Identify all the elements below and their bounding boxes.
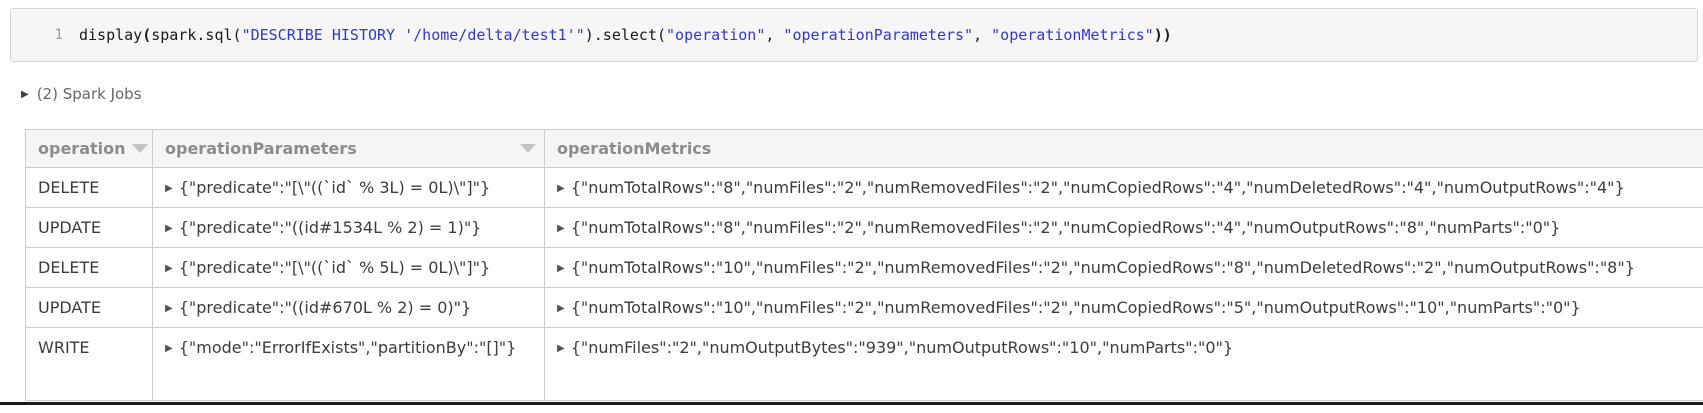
cell-json-text: {"numTotalRows":"10","numFiles":"2","num… — [570, 298, 1581, 317]
table-row: WRITE ▶ {"mode":"ErrorIfExists","partition… — [25, 327, 1703, 401]
line-number: 1 — [54, 27, 63, 43]
expand-caret-icon[interactable]: ▶ — [165, 303, 173, 314]
expand-caret-icon[interactable]: ▶ — [557, 343, 565, 354]
cell-json-text: {"predicate":"[\"((`id` % 5L) = 0L)\"]"} — [178, 258, 491, 277]
spark-jobs-toggle[interactable]: ▶ (2) Spark Jobs — [21, 85, 142, 103]
column-header-label: operationParameters — [165, 139, 357, 158]
cell-json-text: {"mode":"ErrorIfExists","partitionBy":"[… — [178, 338, 517, 357]
table-row: DELETE ▶ {"predicate":"[\"((`id` % 3L) = 0… — [25, 167, 1703, 208]
cell-operationParameters: ▶ {"mode":"ErrorIfExists","partitionBy":"… — [152, 327, 545, 401]
expand-caret-icon[interactable]: ▶ — [165, 263, 173, 274]
cell-operation: WRITE — [25, 327, 153, 401]
code-token: , — [973, 26, 992, 44]
cell-json-text: {"predicate":"((id#670L % 2) = 0)"} — [178, 298, 472, 317]
column-header-label: operationMetrics — [557, 139, 712, 158]
cell-operationMetrics: ▶ {"numTotalRows":"8","numFiles":"2","num… — [544, 207, 1703, 248]
cell-operationParameters: ▶ {"predicate":"[\"((`id` % 5L) = 0L)\"]"… — [152, 247, 545, 288]
code-token: "operationMetrics" — [991, 26, 1154, 44]
cell-operationParameters: ▶ {"predicate":"[\"((`id` % 3L) = 0L)\"]"… — [152, 167, 545, 208]
column-header-inner: operationMetrics — [557, 139, 1703, 158]
expand-caret-icon[interactable]: ▶ — [165, 183, 173, 194]
code-token: ( — [142, 26, 152, 44]
code-token: "DESCRIBE HISTORY '/home/delta/test1'" — [241, 26, 585, 44]
cell-operationMetrics: ▶ {"numTotalRows":"10","numFiles":"2","nu… — [544, 287, 1703, 328]
code-token: ).select( — [584, 26, 667, 44]
code-token: "operationParameters" — [783, 26, 974, 44]
expand-caret-icon[interactable]: ▶ — [557, 183, 565, 194]
expand-caret-icon[interactable]: ▶ — [165, 343, 173, 354]
cell-operationMetrics: ▶ {"numTotalRows":"10","numFiles":"2","nu… — [544, 247, 1703, 288]
column-header-operationMetrics[interactable]: operationMetrics — [544, 129, 1703, 168]
cell-operationParameters: ▶ {"predicate":"((id#670L % 2) = 0)"} — [152, 287, 545, 328]
code-token: spark.sql( — [151, 26, 242, 44]
expand-caret-icon[interactable]: ▶ — [557, 223, 565, 234]
cell-json-text: {"predicate":"[\"((`id` % 3L) = 0L)\"]"} — [178, 178, 491, 197]
expand-caret-icon[interactable]: ▶ — [557, 303, 565, 314]
code-token: , — [765, 26, 784, 44]
column-header-inner: operation — [38, 139, 148, 158]
table-row: UPDATE ▶ {"predicate":"((id#1534L % 2) = 1… — [25, 207, 1703, 248]
code-token: display — [79, 26, 143, 44]
column-header-operation[interactable]: operation — [25, 129, 153, 168]
code-token: )) — [1153, 26, 1172, 44]
sort-triangle-icon[interactable] — [131, 144, 148, 153]
next-cell-divider — [0, 402, 1703, 405]
spark-jobs-label: (2) Spark Jobs — [36, 85, 142, 103]
code-token: "operation" — [666, 26, 766, 44]
cell-operation: DELETE — [25, 247, 153, 288]
column-header-inner: operationParameters — [165, 139, 536, 158]
code-line[interactable]: display(spark.sql("DESCRIBE HISTORY '/ho… — [79, 26, 1172, 44]
code-cell[interactable]: 1 display(spark.sql("DESCRIBE HISTORY '/… — [10, 8, 1698, 62]
table-row: UPDATE ▶ {"predicate":"((id#670L % 2) = 0)… — [25, 287, 1703, 328]
cell-json-text: {"numFiles":"2","numOutputBytes":"939","… — [570, 338, 1234, 357]
cell-json-text: {"numTotalRows":"8","numFiles":"2","numR… — [570, 218, 1561, 237]
column-header-operationParameters[interactable]: operationParameters — [152, 129, 545, 168]
results-table: operation operationParameters operationMet… — [25, 129, 1703, 401]
cell-operation: UPDATE — [25, 207, 153, 248]
sort-triangle-icon[interactable] — [520, 144, 536, 153]
expand-caret-icon[interactable]: ▶ — [165, 223, 173, 234]
results-table-container: operation operationParameters operationMet… — [25, 129, 1703, 401]
table-header-row: operation operationParameters operationMet… — [25, 129, 1703, 168]
cell-json-text: {"numTotalRows":"10","numFiles":"2","num… — [570, 258, 1635, 277]
expand-caret-icon[interactable]: ▶ — [557, 263, 565, 274]
cell-operation: UPDATE — [25, 287, 153, 328]
table-row: DELETE ▶ {"predicate":"[\"((`id` % 5L) = 0… — [25, 247, 1703, 288]
column-header-label: operation — [38, 139, 126, 158]
collapse-caret-icon: ▶ — [21, 88, 29, 100]
cell-json-text: {"numTotalRows":"8","numFiles":"2","numR… — [570, 178, 1625, 197]
cell-json-text: {"predicate":"((id#1534L % 2) = 1)"} — [178, 218, 482, 237]
cell-operationParameters: ▶ {"predicate":"((id#1534L % 2) = 1)"} — [152, 207, 545, 248]
cell-operation: DELETE — [25, 167, 153, 208]
cell-operationMetrics: ▶ {"numFiles":"2","numOutputBytes":"939",… — [544, 327, 1703, 401]
cell-operationMetrics: ▶ {"numTotalRows":"8","numFiles":"2","num… — [544, 167, 1703, 208]
